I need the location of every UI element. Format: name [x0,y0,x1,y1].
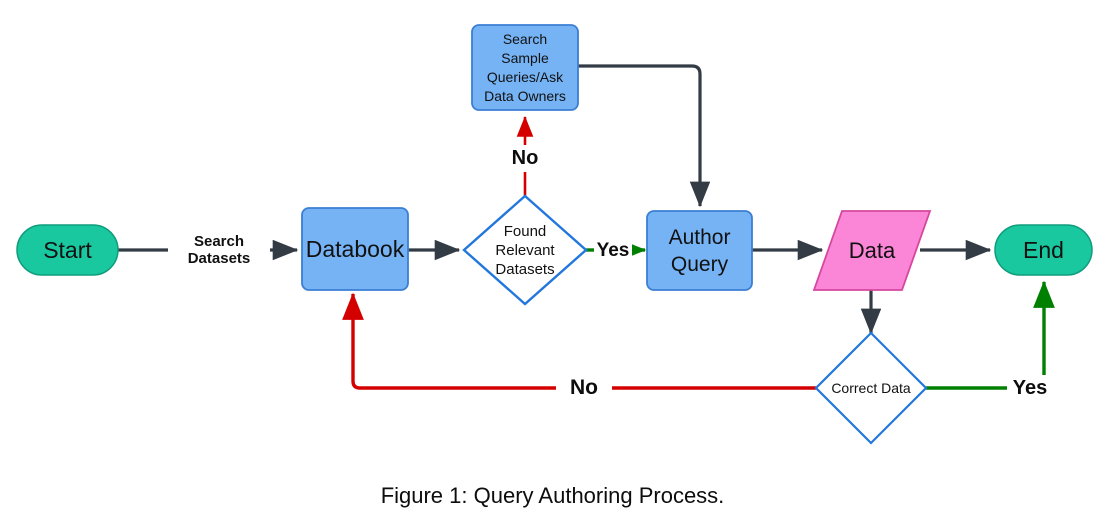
edge-label-yes-found: Yes [594,238,632,263]
edge-label-search-datasets-text: Search Datasets [187,233,251,267]
edge-label-no-found-text: No [511,146,539,169]
edge-label-yes-correct: Yes [1008,375,1052,401]
figure-caption: Figure 1: Query Authoring Process. [0,483,1105,509]
edge-correct-yes-to-end [926,280,1055,390]
node-found-relevant-datasets[interactable] [462,194,588,306]
edge-label-search-datasets: Search Datasets [168,233,270,267]
edge-label-no-found: No [500,145,550,171]
node-search-sample-queries[interactable] [471,24,579,111]
edge-correct-no-to-databook [342,292,816,390]
edge-label-yes-correct-text: Yes [1012,376,1048,399]
edge-label-yes-found-text: Yes [596,239,630,261]
node-correct-data[interactable] [814,331,928,445]
node-author-query[interactable] [646,210,753,291]
edge-searchsample-to-authorquery [578,64,711,208]
node-start[interactable] [16,224,119,276]
node-data[interactable] [812,210,932,291]
node-end[interactable] [994,224,1093,276]
figure-caption-text: Figure 1: Query Authoring Process. [380,483,725,508]
edge-label-no-correct: No [556,375,612,401]
edge-label-no-correct-text: No [570,376,598,399]
node-databook[interactable] [301,207,409,291]
